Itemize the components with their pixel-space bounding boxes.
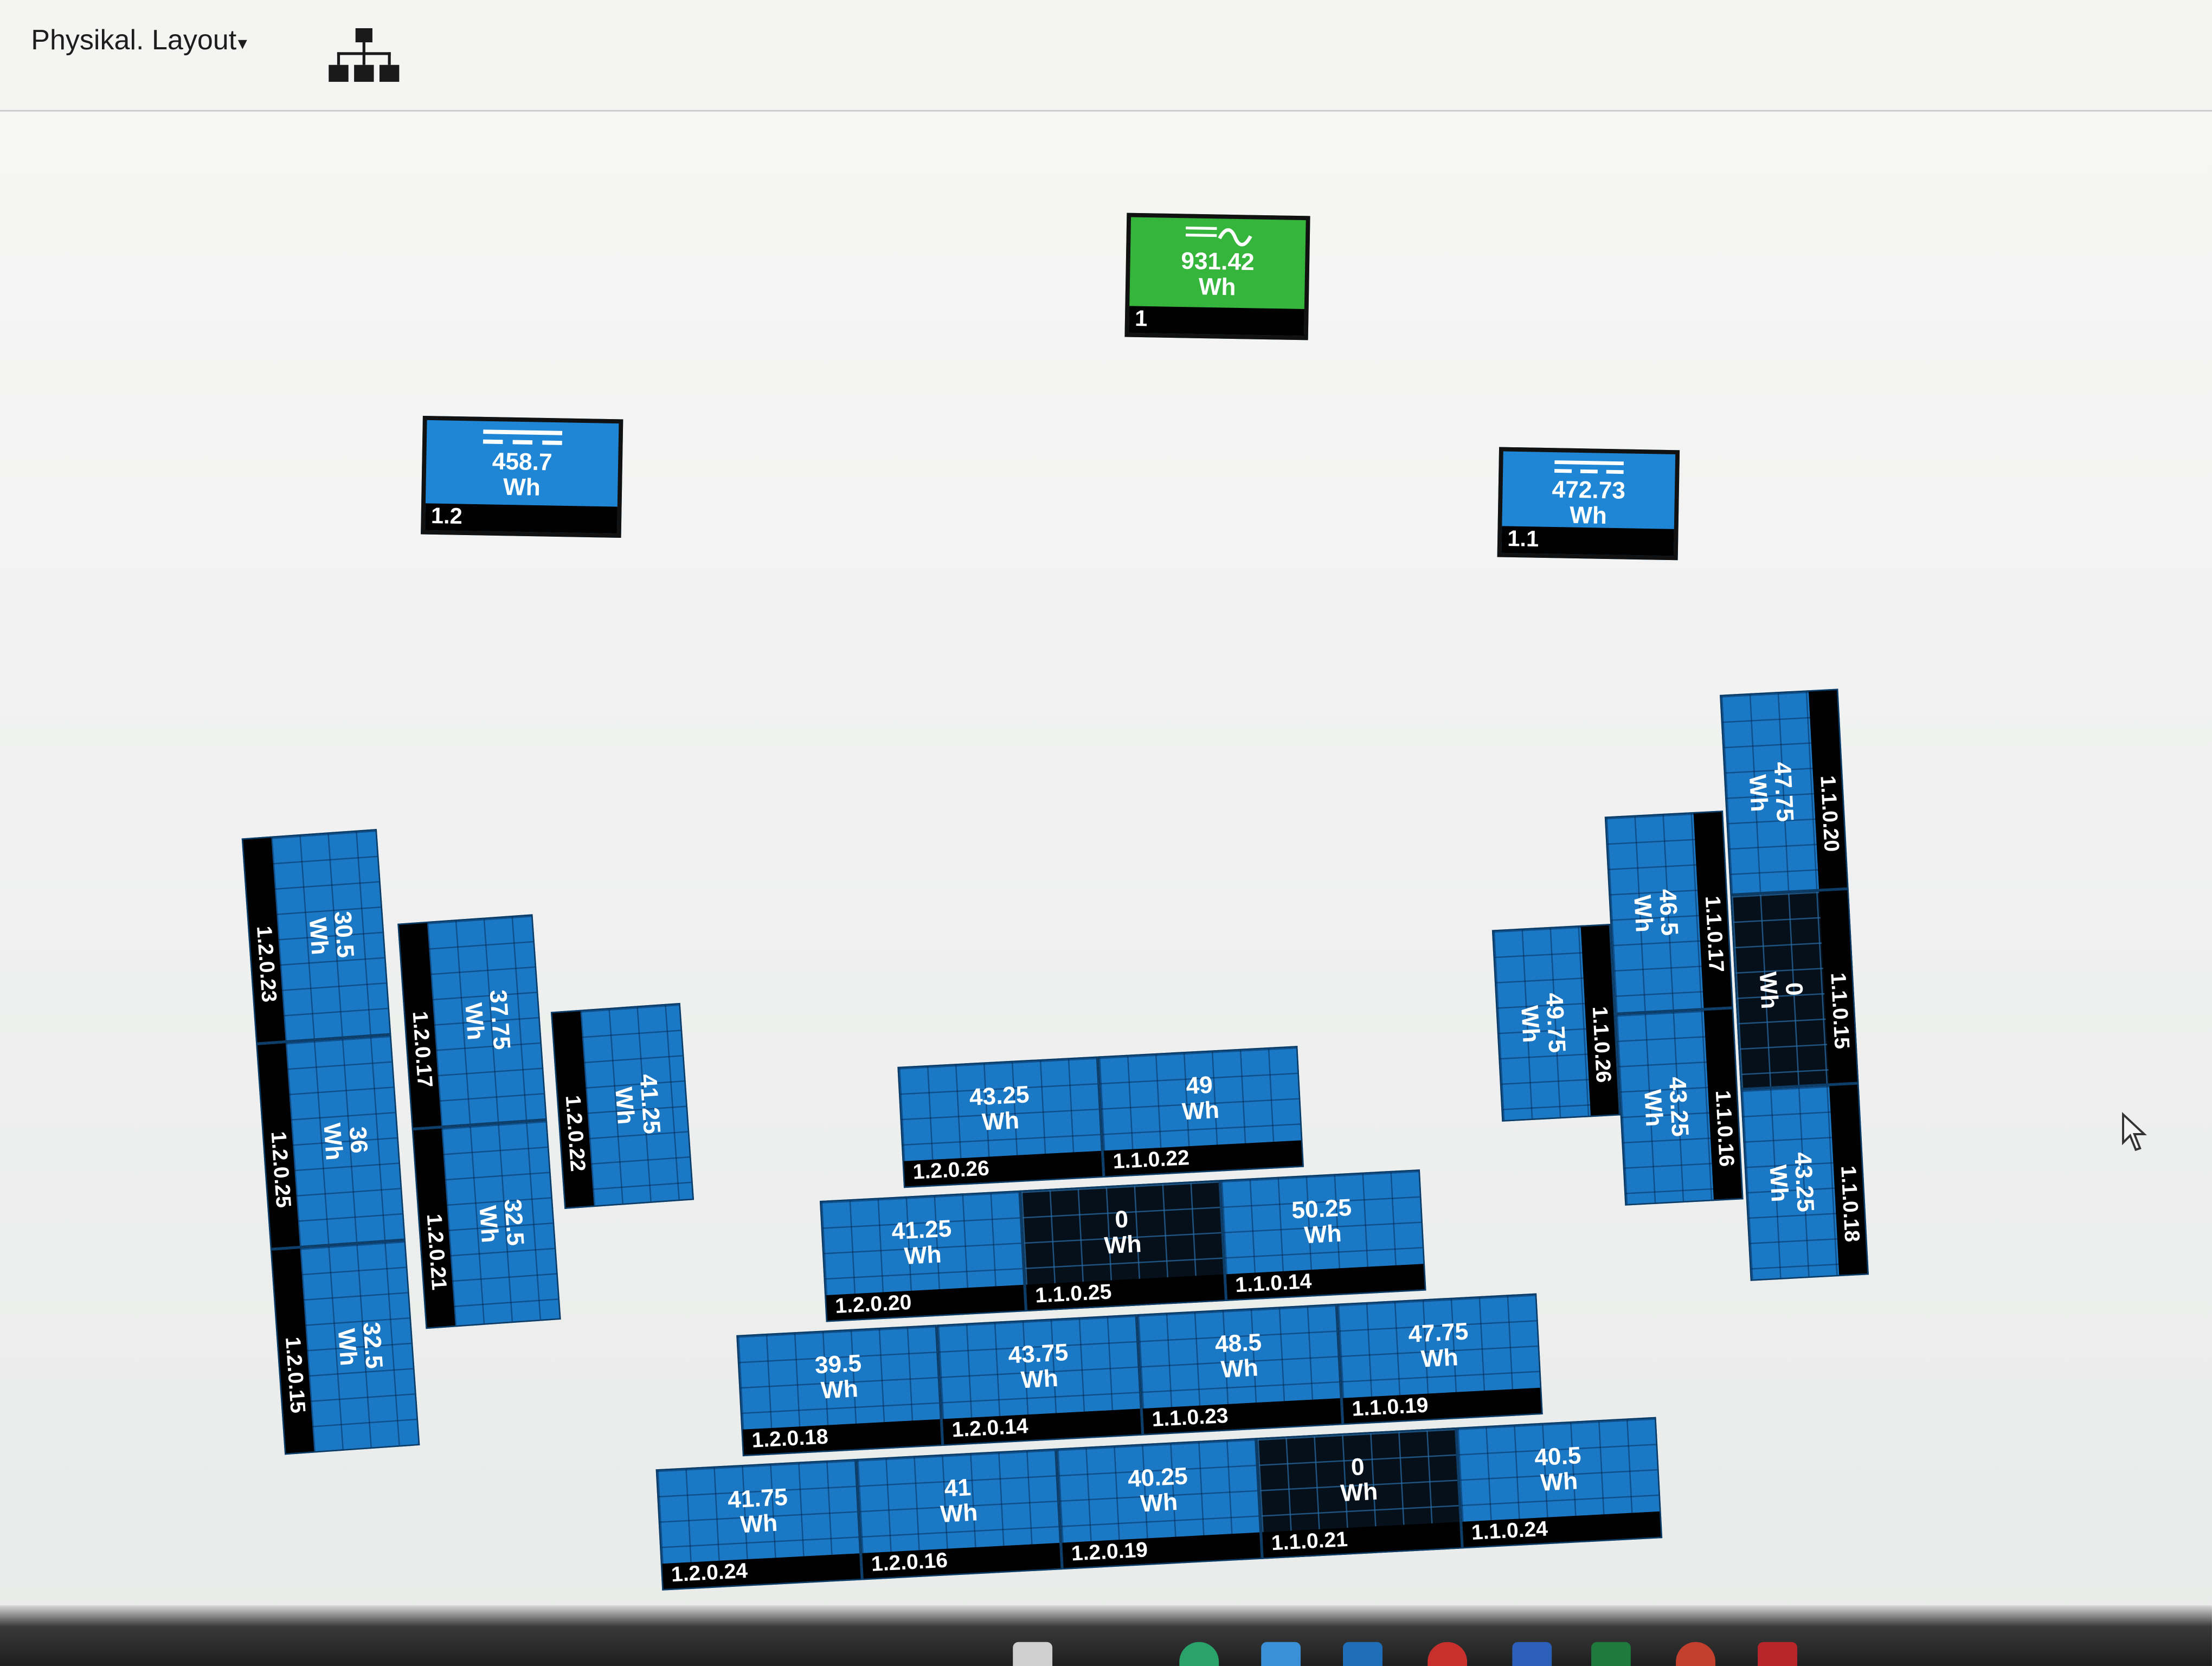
panel-energy-value: 49 Wh — [1181, 1071, 1220, 1125]
panel[interactable]: 47.75 Wh 1.1.0.19 — [1336, 1293, 1543, 1425]
panel-energy-value: 0 Wh — [1103, 1206, 1142, 1259]
panel-energy-value: 0 Wh — [1340, 1453, 1379, 1507]
taskbar — [0, 1605, 2212, 1666]
panel-id: 1.2.0.25 — [266, 1130, 295, 1208]
panel-id: 1.2.0.21 — [421, 1213, 451, 1291]
taskbar-app-icon[interactable] — [1427, 1642, 1468, 1666]
device-inverter-1-1[interactable]: 472.73 Wh 1.1 — [1497, 447, 1680, 561]
panel[interactable]: 41.25 Wh 1.2.0.20 — [819, 1190, 1026, 1322]
panel[interactable]: 40.25 Wh 1.2.0.19 — [1056, 1438, 1263, 1570]
panel-energy-value: 46.5 Wh — [1628, 888, 1683, 937]
panel-energy-value: 41.25 Wh — [891, 1215, 953, 1270]
panel[interactable]: 1.1.0.18 43.25 Wh — [1740, 1083, 1869, 1281]
panel-energy-value: 43.25 Wh — [1638, 1076, 1694, 1137]
device-energy-value: 458.7 Wh — [492, 448, 552, 501]
panel-energy-value: 40.5 Wh — [1534, 1442, 1582, 1497]
panel-energy-value: 49.75 Wh — [1515, 992, 1571, 1054]
taskbar-app-icon[interactable] — [1676, 1642, 1716, 1666]
panel[interactable]: 40.5 Wh 1.1.0.24 — [1456, 1417, 1663, 1549]
panel-energy-value: 32.5 Wh — [474, 1198, 529, 1247]
panel[interactable]: 0 Wh 1.1.0.25 — [1019, 1180, 1226, 1312]
layout-dropdown-label: Physikal. Layout — [31, 25, 237, 57]
panel-energy-value: 47.75 Wh — [1407, 1318, 1469, 1373]
panel[interactable]: 49 Wh 1.1.0.22 — [1097, 1046, 1304, 1178]
panel-energy-value: 0 Wh — [1754, 971, 1808, 1010]
panel[interactable]: 39.5 Wh 1.2.0.18 — [736, 1324, 943, 1457]
panel-id: 1.1.0.26 — [1587, 1006, 1615, 1083]
panel-energy-value: 43.75 Wh — [1007, 1339, 1069, 1394]
device-root[interactable]: 931.42 Wh 1 — [1124, 213, 1310, 340]
sitemap-icon — [329, 28, 400, 82]
panel-id: 1.2.0.22 — [560, 1095, 589, 1173]
taskbar-app-icon[interactable] — [1512, 1642, 1552, 1666]
panel[interactable]: 1.1.0.17 46.5 Wh — [1604, 811, 1734, 1014]
panel-id: 1.2.0.23 — [252, 925, 281, 1003]
ac-sine-icon — [1185, 226, 1252, 247]
panel[interactable]: 1.1.0.16 43.25 Wh — [1615, 1007, 1744, 1206]
panel[interactable]: 1.1.0.20 47.75 Wh — [1720, 689, 1849, 895]
panel-energy-value: 50.25 Wh — [1291, 1194, 1353, 1249]
panel[interactable]: 43.75 Wh 1.2.0.14 — [936, 1314, 1143, 1446]
panel[interactable]: 1.2.0.22 41.25 Wh — [550, 1002, 695, 1209]
panel-energy-value: 32.5 Wh — [332, 1321, 388, 1370]
panel[interactable]: 1.1.0.15 0 Wh — [1730, 889, 1859, 1090]
device-id: 1.1 — [1501, 526, 1674, 556]
panel-id: 1.1.0.20 — [1815, 775, 1843, 852]
panel[interactable]: 1.2.0.17 37.75 Wh — [397, 914, 547, 1129]
panel-energy-value: 39.5 Wh — [814, 1349, 863, 1405]
layout-canvas: 931.42 Wh 1 458.7 Wh 1.2 472.73 Wh 1.1 — [0, 110, 2212, 1605]
panel-id: 1.2.0.17 — [407, 1011, 436, 1089]
panel-id: 1.1.0.17 — [1700, 895, 1728, 973]
panel-energy-value: 47.75 Wh — [1744, 761, 1799, 823]
taskbar-app-icon[interactable] — [1343, 1642, 1382, 1666]
taskbar-app-icon[interactable] — [1013, 1642, 1053, 1666]
panel-id: 1.1.0.15 — [1825, 972, 1854, 1050]
panel[interactable]: 41 Wh 1.2.0.16 — [856, 1448, 1063, 1580]
taskbar-app-icon[interactable] — [1591, 1642, 1631, 1666]
panel-energy-value: 40.25 Wh — [1127, 1463, 1188, 1517]
taskbar-app-icon[interactable] — [1758, 1642, 1797, 1666]
taskbar-app-icon[interactable] — [1261, 1642, 1301, 1666]
panel[interactable]: 41.75 Wh 1.2.0.24 — [655, 1458, 863, 1591]
toolbar: Physikal. Layout▾ — [0, 0, 2212, 112]
panel[interactable]: 50.25 Wh 1.1.0.14 — [1219, 1169, 1426, 1301]
mouse-pointer-icon — [2122, 1112, 2147, 1152]
panel[interactable]: 0 Wh 1.1.0.21 — [1256, 1427, 1463, 1559]
panel-id: 1.2.0.15 — [280, 1336, 310, 1414]
device-energy-value: 472.73 Wh — [1552, 476, 1626, 530]
panel-energy-value: 43.25 Wh — [968, 1081, 1030, 1136]
panel-id: 1.1.0.16 — [1710, 1090, 1738, 1167]
panel-energy-value: 37.75 Wh — [459, 988, 516, 1051]
device-id: 1.2 — [425, 503, 618, 534]
taskbar-app-icon[interactable] — [1179, 1642, 1219, 1666]
panel-energy-value: 41.25 Wh — [609, 1073, 666, 1135]
panel[interactable]: 1.2.0.25 36 Wh — [256, 1034, 406, 1250]
hierarchy-view-button[interactable] — [327, 25, 401, 87]
panel[interactable]: 1.2.0.21 32.5 Wh — [411, 1120, 561, 1329]
panel-id: 1.1.0.18 — [1836, 1165, 1864, 1243]
device-id: 1 — [1129, 306, 1304, 336]
device-energy-value: 931.42 Wh — [1180, 247, 1255, 301]
dc-lines-icon — [1554, 460, 1624, 474]
panel[interactable]: 48.5 Wh 1.1.0.23 — [1136, 1303, 1343, 1436]
panel-energy-value: 36 Wh — [318, 1122, 373, 1161]
panel[interactable]: 1.1.0.26 49.75 Wh — [1491, 924, 1621, 1122]
panel-energy-value: 43.25 Wh — [1764, 1151, 1819, 1213]
device-inverter-1-2[interactable]: 458.7 Wh 1.2 — [421, 415, 623, 538]
panel[interactable]: 1.2.0.15 32.5 Wh — [270, 1239, 420, 1455]
panel[interactable]: 43.25 Wh 1.2.0.26 — [897, 1056, 1104, 1188]
panel-energy-value: 30.5 Wh — [304, 910, 359, 959]
dc-lines-icon — [483, 429, 563, 445]
panel-energy-value: 41.75 Wh — [726, 1483, 788, 1539]
panel[interactable]: 1.2.0.23 30.5 Wh — [241, 829, 391, 1044]
chevron-down-icon: ▾ — [237, 32, 247, 54]
panel-energy-value: 48.5 Wh — [1214, 1329, 1263, 1384]
layout-dropdown[interactable]: Physikal. Layout▾ — [31, 25, 247, 58]
panel-energy-value: 41 Wh — [940, 1474, 979, 1528]
